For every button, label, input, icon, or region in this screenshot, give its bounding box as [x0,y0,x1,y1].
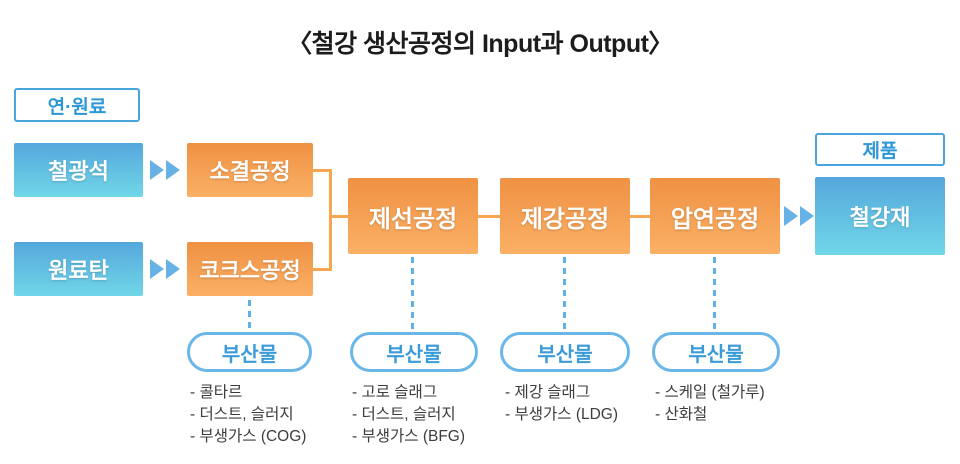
double-arrow-icon [784,206,816,226]
byproduct-item: - 제강 슬래그 [505,384,591,401]
dashed-connector-line [411,257,414,330]
process-box-rolling: 압연공정 [650,178,780,254]
arrow-triangle-icon [166,259,180,279]
product-section-label: 제품 [815,133,945,166]
dashed-connector-line [563,257,566,330]
process-box-steelmaking: 제강공정 [500,178,630,254]
byproduct-badge: 부산물 [350,332,478,372]
byproduct-item: - 더스트, 슬러지 [352,406,456,423]
input-section-label: 연·원료 [14,88,140,122]
byproduct-item: - 부생가스 (BFG) [352,428,466,445]
byproduct-list: - 스케일 (철가루) - 산화철 [655,382,765,426]
byproduct-badge: 부산물 [187,332,312,372]
byproduct-list: - 콜타르 - 더스트, 슬러지 - 부생가스 (COG) [190,382,306,448]
process-box-sintering: 소결공정 [187,143,313,197]
arrow-triangle-icon [784,206,798,226]
diagram-title: 〈철강 생산공정의 Input과 Output〉 [287,30,673,58]
byproduct-item: - 콜타르 [190,384,243,401]
double-arrow-icon [150,259,182,279]
byproduct-item: - 산화철 [655,406,708,423]
product-box-steel: 철강재 [815,177,945,255]
byproduct-item: - 부생가스 (COG) [190,428,307,445]
byproduct-item: - 스케일 (철가루) [655,384,765,401]
connector-line [312,268,332,271]
byproduct-badge: 부산물 [652,332,780,372]
arrow-triangle-icon [800,206,814,226]
byproduct-item: - 더스트, 슬러지 [190,406,294,423]
byproduct-item: - 고로 슬래그 [352,384,438,401]
connector-line [329,215,348,218]
byproduct-list: - 제강 슬래그 - 부생가스 (LDG) [505,382,618,426]
dashed-connector-line [713,257,716,330]
byproduct-badge: 부산물 [500,332,630,372]
double-arrow-icon [150,160,182,180]
arrow-triangle-icon [150,160,164,180]
process-box-coke: 코크스공정 [187,242,313,296]
connector-line [478,215,500,218]
byproduct-item: - 부생가스 (LDG) [505,406,619,423]
connector-line [329,169,332,271]
input-box-coking-coal: 원료탄 [14,242,143,296]
connector-line [312,169,332,172]
input-box-iron-ore: 철광석 [14,143,143,197]
connector-line [630,215,650,218]
dashed-connector-line [248,300,251,330]
byproduct-list: - 고로 슬래그 - 더스트, 슬러지 - 부생가스 (BFG) [352,382,465,448]
process-box-ironmaking: 제선공정 [348,178,478,254]
arrow-triangle-icon [166,160,180,180]
arrow-triangle-icon [150,259,164,279]
